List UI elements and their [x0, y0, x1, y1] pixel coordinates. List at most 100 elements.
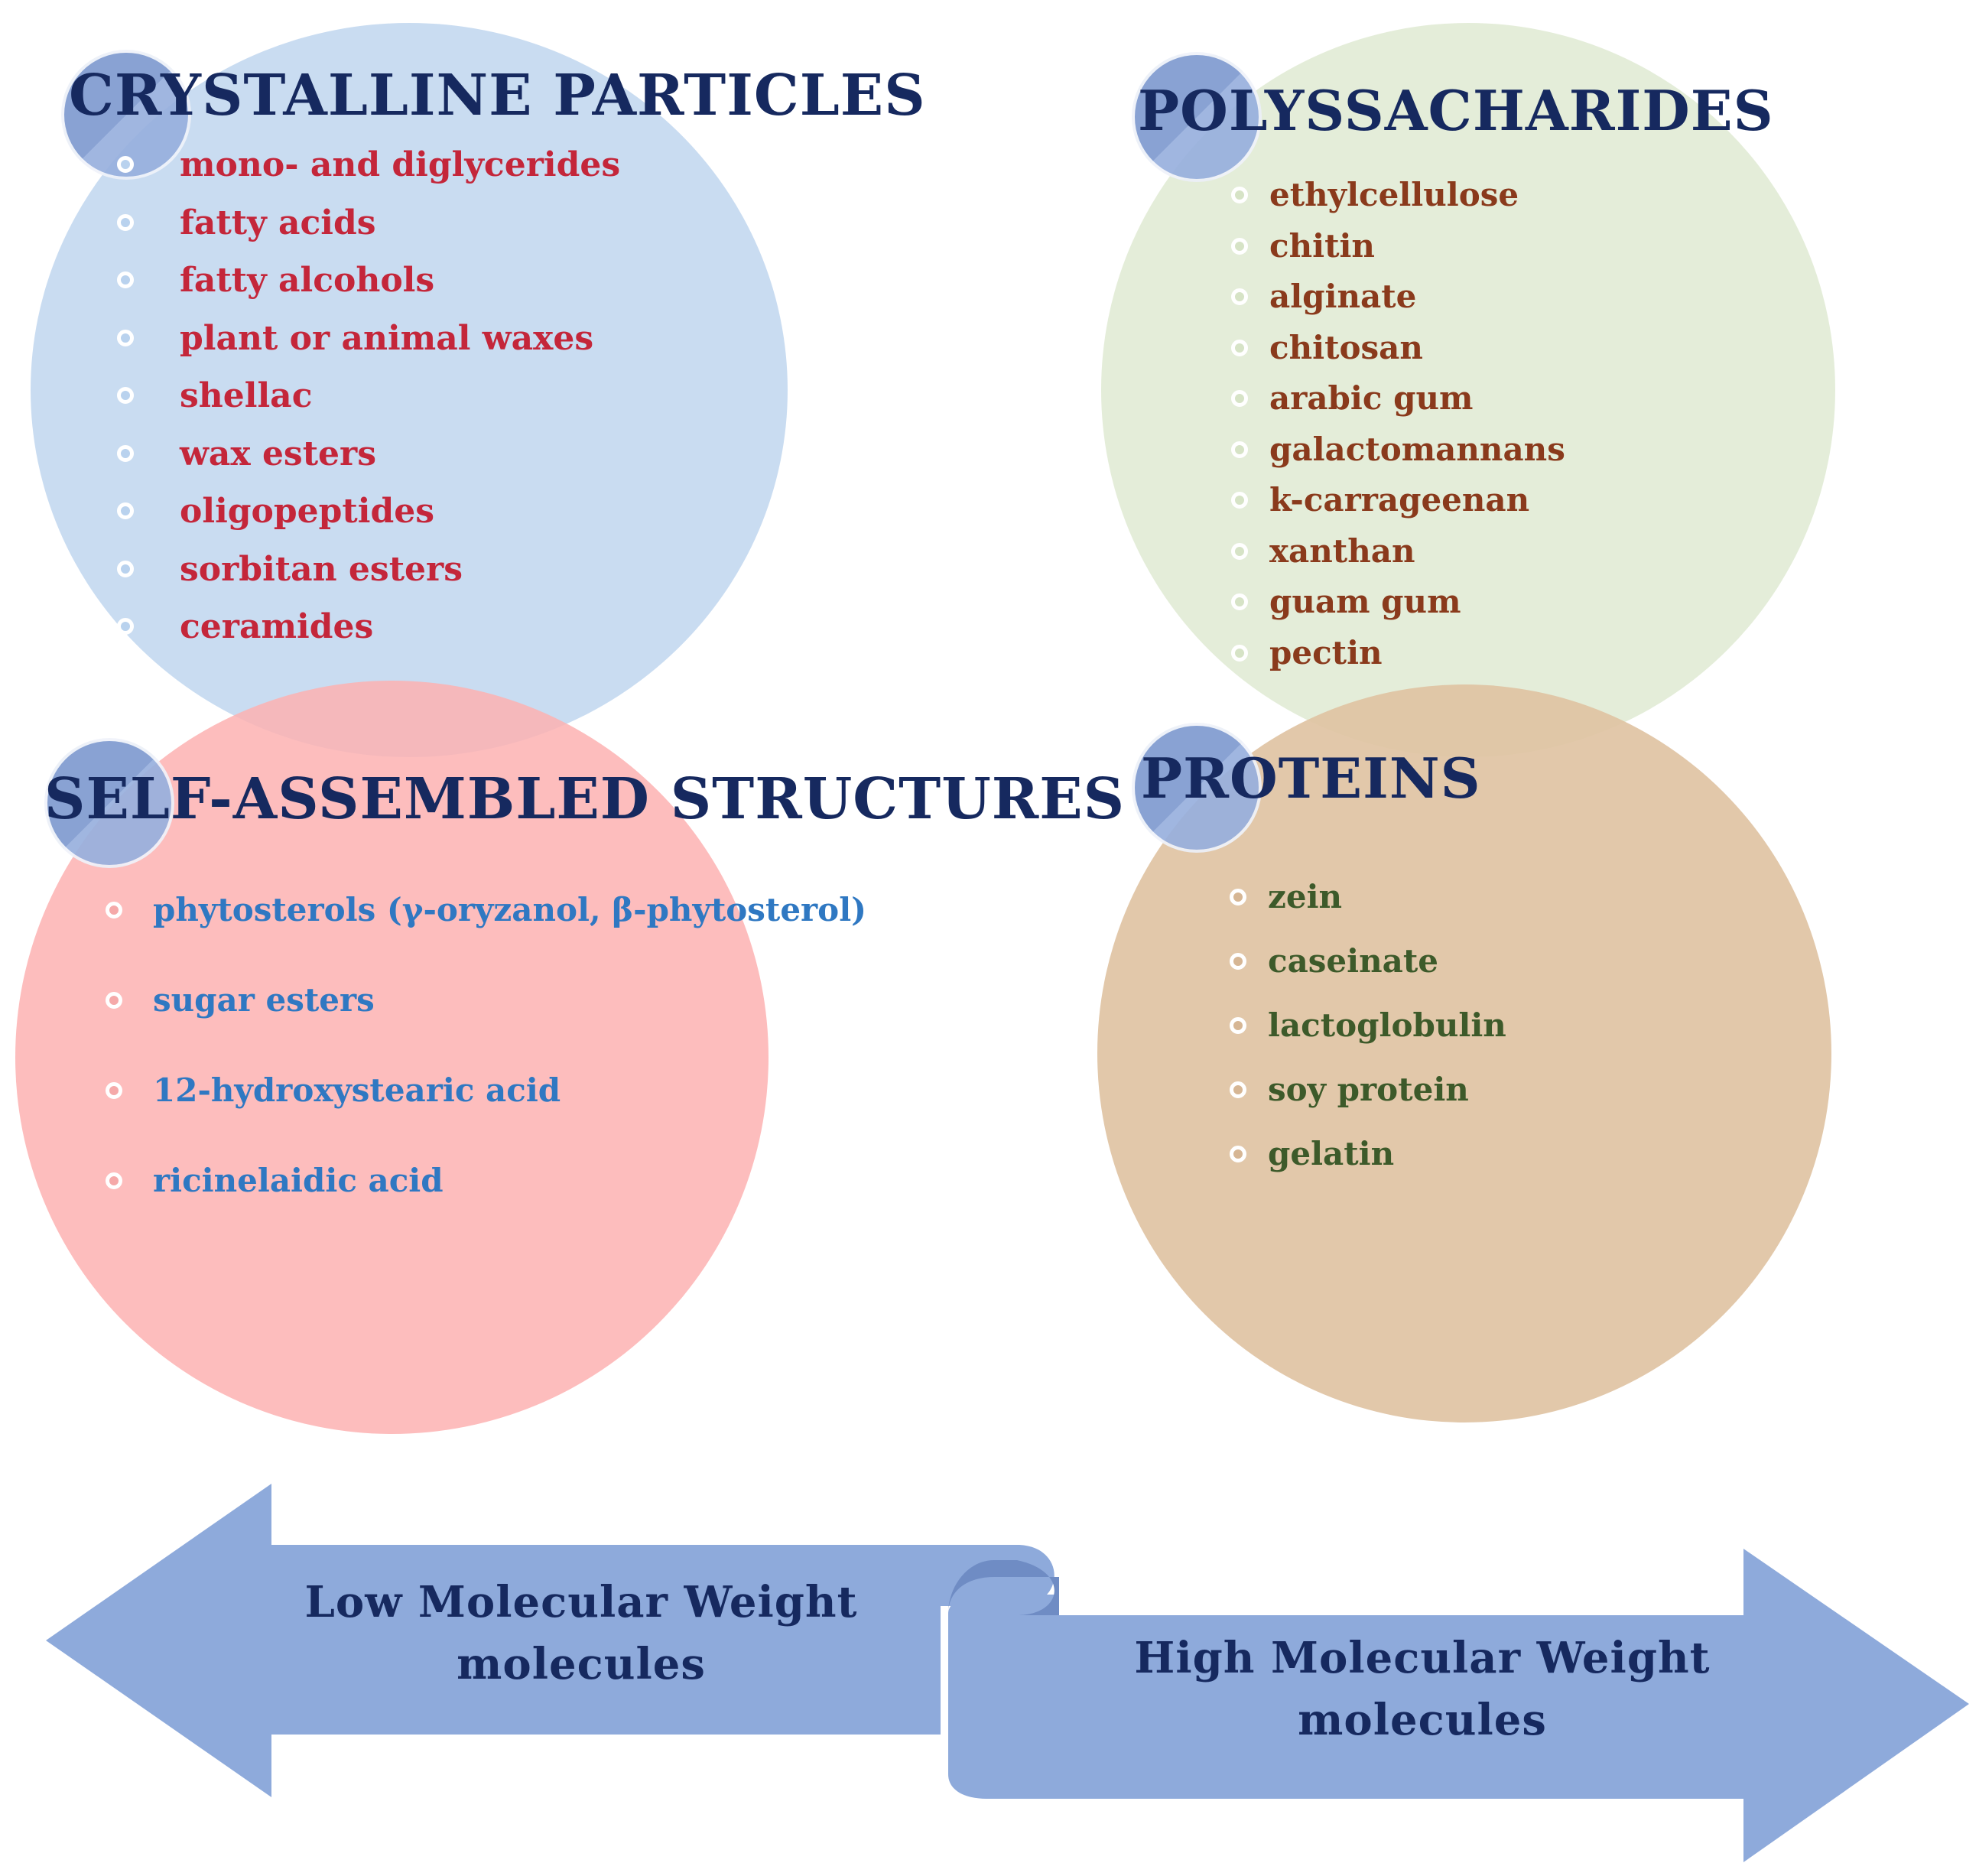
bullet-icon: [1230, 1146, 1246, 1162]
crystalline-item-label: oligopeptides: [180, 492, 434, 531]
proteins-item-label: lactoglobulin: [1268, 1006, 1506, 1044]
crystalline-item: shellac: [117, 376, 620, 434]
bullet-icon: [117, 560, 134, 577]
bullet-icon: [1230, 953, 1246, 970]
bullet-icon: [1231, 187, 1248, 203]
polysaccharides-item: xanthan: [1231, 532, 1565, 584]
low-molecular-weight-line1: Low Molecular Weight: [304, 1577, 858, 1627]
crystalline-item-label: shellac: [180, 376, 313, 415]
bullet-icon: [1231, 441, 1248, 458]
crystalline-item-label: fatty acids: [180, 203, 376, 242]
proteins-item: lactoglobulin: [1230, 1006, 1506, 1071]
bullet-icon: [1231, 492, 1248, 509]
proteins-item-label: soy protein: [1268, 1071, 1469, 1108]
high-molecular-weight-label: High Molecular Weight molecules: [1078, 1627, 1766, 1751]
ribbon-fold: [948, 1560, 1059, 1615]
polysaccharides-item: guam gum: [1231, 583, 1565, 634]
polysaccharides-item: galactomannans: [1231, 430, 1565, 482]
crystalline-item-label: ceramides: [180, 607, 374, 646]
crystalline-item-label: plant or animal waxes: [180, 318, 594, 358]
polysaccharides-item-label: chitosan: [1269, 328, 1423, 366]
polysaccharides-item: alginate: [1231, 278, 1565, 329]
crystalline-item-label: sorbitan esters: [180, 549, 463, 589]
left-arrow: [46, 1484, 1054, 1797]
bullet-icon: [1231, 288, 1248, 305]
proteins-item: soy protein: [1230, 1071, 1506, 1135]
crystalline-item: wax esters: [117, 434, 620, 493]
self-assembled-item-label: 12-hydroxystearic acid: [153, 1071, 561, 1109]
self-assembled-structures-list: phytosterols (γ-oryzanol, β-phytosterol)…: [106, 891, 867, 1252]
proteins-item: gelatin: [1230, 1135, 1506, 1199]
crystalline-item: oligopeptides: [117, 492, 620, 550]
proteins-item-label: zein: [1268, 878, 1343, 915]
bullet-icon: [1231, 542, 1248, 560]
bullet-icon: [117, 271, 134, 288]
polysaccharides-item: arabic gum: [1231, 379, 1565, 431]
low-molecular-weight-label: Low Molecular Weight molecules: [252, 1572, 910, 1696]
low-molecular-weight-line2: molecules: [457, 1639, 706, 1690]
bullet-icon: [1230, 889, 1246, 905]
polysaccharides-item-label: chitin: [1269, 226, 1375, 265]
self-assembled-item: 12-hydroxystearic acid: [106, 1071, 866, 1162]
polysaccharides-item-label: k-carrageenan: [1269, 481, 1530, 519]
proteins-title: PROTEINS: [1141, 746, 1481, 811]
crystalline-item: ceramides: [117, 607, 620, 665]
polysaccharides-list: ethylcellulose chitin alginate chitosan arab…: [1231, 176, 1565, 685]
crystalline-particles-title: CRYSTALLINE PARTICLES: [69, 63, 926, 128]
self-assembled-structures-badge: [44, 738, 174, 868]
self-assembled-structures-title: SELF-ASSEMBLED STRUCTURES: [44, 766, 1126, 832]
polysaccharides-item-label: alginate: [1269, 278, 1417, 315]
polysaccharides-item-label: ethylcellulose: [1269, 176, 1519, 213]
bullet-icon: [106, 1172, 122, 1189]
bullet-icon: [106, 902, 122, 918]
crystalline-item: plant or animal waxes: [117, 318, 620, 377]
self-assembled-item: sugar esters: [106, 981, 866, 1071]
polysaccharides-item: chitosan: [1231, 328, 1565, 380]
polysaccharides-item-label: xanthan: [1269, 532, 1415, 570]
polysaccharides-item-label: galactomannans: [1269, 430, 1565, 468]
crystalline-item-label: fatty alcohols: [180, 261, 435, 300]
proteins-item: caseinate: [1230, 942, 1506, 1006]
self-assembled-item-label: sugar esters: [153, 981, 375, 1019]
proteins-item: zein: [1230, 878, 1506, 942]
bullet-icon: [117, 329, 134, 346]
bullet-icon: [117, 444, 134, 462]
self-assembled-item: ricinelaidic acid: [106, 1162, 866, 1252]
crystalline-item: sorbitan esters: [117, 549, 620, 608]
bullet-icon: [117, 387, 134, 404]
bullet-icon: [1231, 593, 1248, 610]
crystalline-item: fatty acids: [117, 203, 620, 262]
bullet-icon: [1231, 237, 1248, 255]
right-arrow: [948, 1549, 1969, 1862]
proteins-item-label: gelatin: [1268, 1135, 1395, 1172]
high-molecular-weight-line1: High Molecular Weight: [1134, 1633, 1711, 1683]
bullet-icon: [117, 502, 134, 519]
self-assembled-item-label: phytosterols (γ-oryzanol, β-phytosterol): [153, 891, 867, 928]
bullet-icon: [1231, 339, 1248, 356]
crystalline-item: mono- and diglycerides: [117, 145, 621, 203]
polysaccharides-item-label: guam gum: [1269, 583, 1461, 620]
bullet-icon: [1231, 390, 1248, 407]
polysaccharides-item: ethylcellulose: [1231, 176, 1565, 227]
polysaccharides-item-label: arabic gum: [1269, 379, 1474, 417]
crystalline-item-label: wax esters: [180, 434, 376, 473]
proteins-badge: [1132, 723, 1262, 853]
bullet-icon: [1230, 1081, 1246, 1098]
bullet-icon: [106, 992, 122, 1009]
high-molecular-weight-line2: molecules: [1298, 1695, 1547, 1746]
bullet-icon: [1230, 1017, 1246, 1034]
bullet-icon: [1231, 644, 1248, 662]
self-assembled-item: phytosterols (γ-oryzanol, β-phytosterol): [106, 891, 867, 981]
crystalline-item-label: mono- and diglycerides: [180, 145, 621, 184]
polysaccharides-item-label: pectin: [1269, 633, 1383, 671]
polysaccharides-badge: [1132, 52, 1262, 182]
polysaccharides-title: POLYSSACHARIDES: [1138, 78, 1774, 143]
bullet-icon: [117, 156, 134, 173]
polysaccharides-item: pectin: [1231, 633, 1565, 685]
crystalline-particles-list: mono- and diglycerides fatty acids fatty a…: [117, 145, 621, 665]
polysaccharides-item: k-carrageenan: [1231, 481, 1565, 532]
self-assembled-item-label: ricinelaidic acid: [153, 1162, 444, 1199]
